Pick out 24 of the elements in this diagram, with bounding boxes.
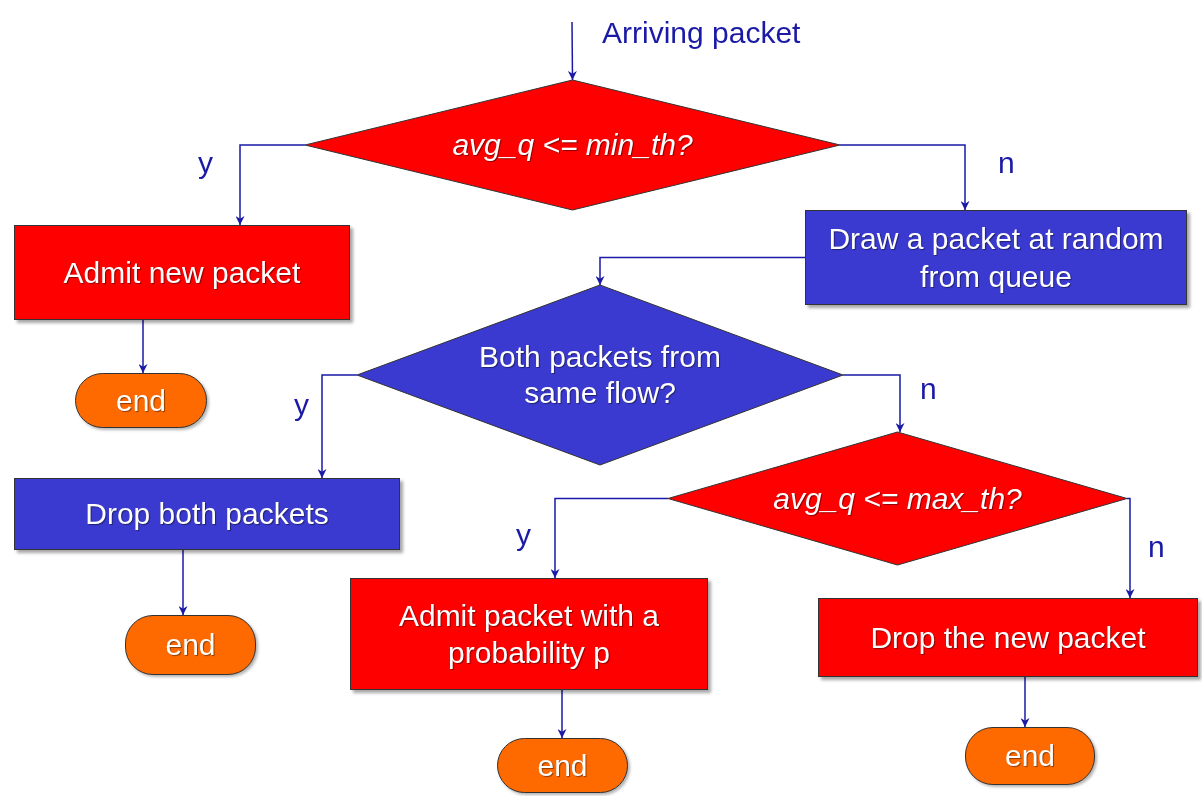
process-box: Draw a packet at random from queue bbox=[805, 210, 1187, 305]
process-box: Admit packet with a probability p bbox=[350, 578, 708, 690]
arrow bbox=[317, 374, 358, 479]
process-box: Drop the new packet bbox=[818, 598, 1198, 677]
end-terminal: end bbox=[497, 738, 628, 793]
arrow bbox=[138, 319, 148, 374]
arrow bbox=[557, 689, 567, 739]
decision-text: Both packets from same flow? bbox=[478, 339, 722, 411]
arrow bbox=[842, 374, 905, 433]
decision-text: avg_q <= max_th? bbox=[773, 480, 1022, 517]
arrow bbox=[550, 497, 669, 579]
decision-text: avg_q <= min_th? bbox=[452, 127, 693, 163]
end-terminal: end bbox=[125, 615, 256, 675]
process-box: Admit new packet bbox=[14, 225, 350, 320]
arrow bbox=[235, 144, 306, 226]
end-terminal: end bbox=[75, 373, 207, 428]
arrow bbox=[1125, 497, 1135, 599]
process-box: Drop both packets bbox=[14, 478, 400, 550]
end-terminal: end bbox=[965, 727, 1095, 785]
arrow bbox=[178, 549, 188, 616]
arrow bbox=[595, 256, 806, 286]
arrow bbox=[839, 144, 970, 211]
arrow bbox=[1020, 676, 1030, 728]
arrow bbox=[567, 21, 577, 81]
